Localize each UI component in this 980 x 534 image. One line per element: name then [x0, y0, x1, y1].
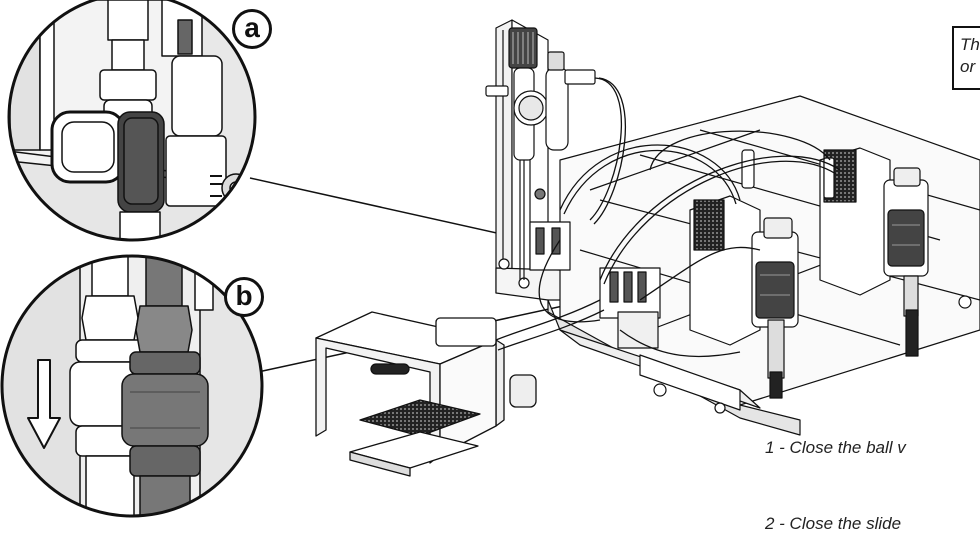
rivet-tool-left [689, 149, 799, 399]
air-hoses [538, 77, 841, 358]
step-2-text: 2 - Close the slide [765, 514, 902, 533]
zoom-detail-b [0, 254, 264, 518]
leader-line-a [249, 177, 529, 241]
note-line-2: or [960, 57, 976, 76]
callout-label-b: b [224, 277, 264, 317]
zoom-detail-a [7, 0, 257, 242]
rivet-tool-right [819, 147, 929, 357]
note-box: Th or [952, 26, 980, 90]
pneumatic-machine [485, 19, 980, 436]
callout-label-a: a [232, 9, 272, 49]
step-1-text: 1 - Close the ball v [765, 438, 906, 457]
note-line-1: Th [960, 35, 980, 54]
foot-pedal [315, 299, 605, 477]
